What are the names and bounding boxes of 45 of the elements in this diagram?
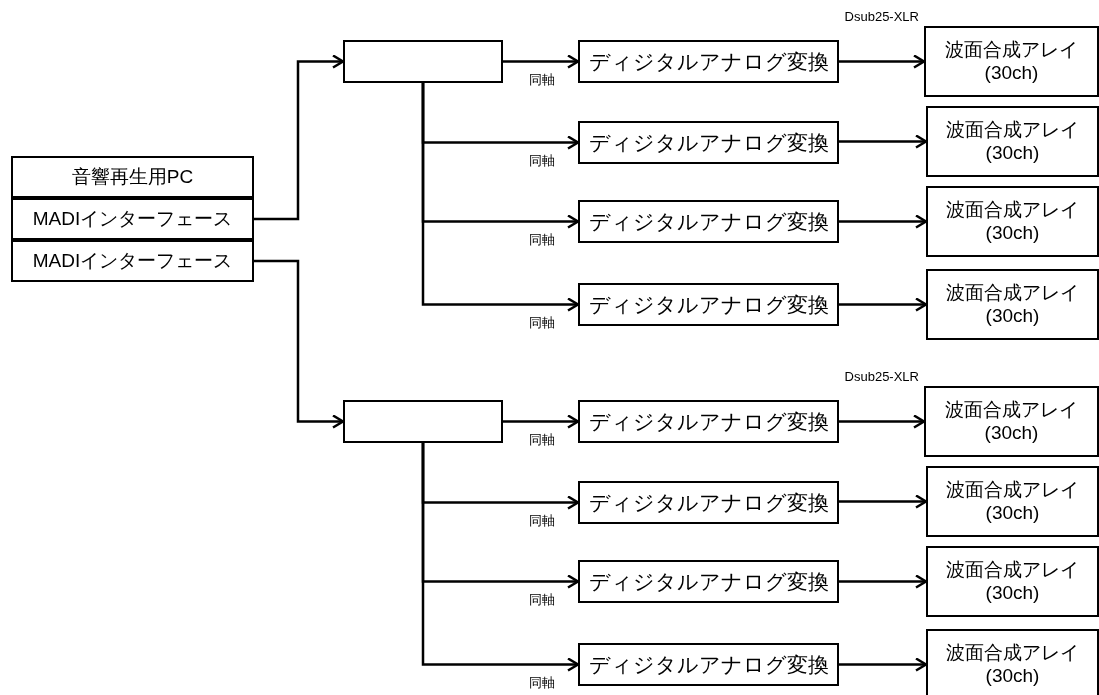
arrow: [839, 54, 926, 69]
converter-box: ディジタルアナログ変換: [578, 400, 839, 443]
arrow: [254, 54, 345, 221]
interface-box: MADIインターフェース: [11, 240, 254, 282]
arrow: [839, 657, 928, 672]
arrow: [421, 83, 580, 312]
arrow: [839, 494, 928, 509]
pc-box: 音響再生用PC: [11, 156, 254, 198]
converter-box: ディジタルアナログ変換: [578, 200, 839, 243]
converter-box: ディジタルアナログ変換: [578, 643, 839, 686]
converter-box: ディジタルアナログ変換: [578, 560, 839, 603]
arrow: [839, 414, 926, 429]
edge-label: 同軸: [528, 231, 556, 247]
array-box: 波面合成アレイ(30ch): [926, 466, 1099, 537]
converter-box: ディジタルアナログ変換: [578, 40, 839, 83]
arrow: [254, 259, 345, 429]
array-box: 波面合成アレイ(30ch): [924, 386, 1099, 457]
arrow: [503, 54, 580, 69]
edge-label: Dsub25-XLR: [843, 9, 920, 24]
arrow: [503, 414, 580, 429]
arrow: [839, 574, 928, 589]
edge-label: 同軸: [528, 674, 556, 690]
array-box: 波面合成アレイ(30ch): [926, 629, 1099, 695]
array-box: 波面合成アレイ(30ch): [926, 186, 1099, 257]
bridge-box: [343, 40, 503, 83]
converter-box: ディジタルアナログ変換: [578, 481, 839, 524]
arrow: [421, 443, 580, 672]
array-box: 波面合成アレイ(30ch): [926, 546, 1099, 617]
arrow: [839, 214, 928, 229]
edge-label: 同軸: [528, 71, 556, 87]
interface-box: MADIインターフェース: [11, 198, 254, 240]
converter-box: ディジタルアナログ変換: [578, 121, 839, 164]
array-box: 波面合成アレイ(30ch): [926, 269, 1099, 340]
array-box: 波面合成アレイ(30ch): [926, 106, 1099, 177]
edge-label: 同軸: [528, 512, 556, 528]
converter-box: ディジタルアナログ変換: [578, 283, 839, 326]
edge-label: Dsub25-XLR: [843, 369, 920, 384]
edge-label: 同軸: [528, 431, 556, 447]
edge-label: 同軸: [528, 152, 556, 168]
edge-label: 同軸: [528, 591, 556, 607]
arrow: [839, 134, 928, 149]
arrow: [839, 297, 928, 312]
edge-label: 同軸: [528, 314, 556, 330]
array-box: 波面合成アレイ(30ch): [924, 26, 1099, 97]
bridge-box: [343, 400, 503, 443]
